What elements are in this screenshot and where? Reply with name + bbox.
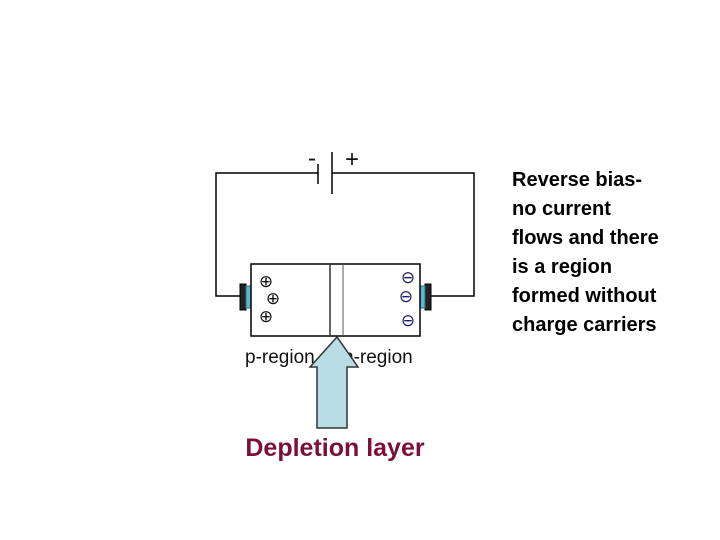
pn-junction-block xyxy=(250,263,421,337)
hole-symbol: ⊕ xyxy=(259,307,273,327)
semiconductor-body xyxy=(250,263,421,337)
depletion-layer-label: Depletion layer xyxy=(245,434,424,462)
n-region-label: n-region xyxy=(343,347,413,368)
electron-symbol: ⊖ xyxy=(399,287,413,307)
p-region-carriers: ⊕ ⊕ ⊕ xyxy=(259,272,280,327)
n-contact xyxy=(419,283,432,311)
caption-line: formed without xyxy=(512,285,657,307)
caption-line: charge carriers xyxy=(512,314,657,336)
electron-symbol: ⊖ xyxy=(401,268,415,288)
electron-symbol: ⊖ xyxy=(401,311,415,331)
caption-line: flows and there xyxy=(512,227,659,249)
n-region-carriers: ⊖ ⊖ ⊖ xyxy=(399,268,415,331)
hole-symbol: ⊕ xyxy=(259,272,273,292)
hole-symbol: ⊕ xyxy=(266,289,280,309)
p-contact xyxy=(239,283,252,311)
caption-line: no current xyxy=(512,198,611,220)
battery-positive-sign: + xyxy=(345,146,359,173)
circuit-wires xyxy=(215,172,475,297)
battery-negative-sign: - xyxy=(308,145,316,172)
caption-text: Reverse bias- no current flows and there… xyxy=(512,166,712,340)
depletion-pointer-arrow xyxy=(308,335,360,429)
caption-line: is a region xyxy=(512,256,613,278)
caption-line: Reverse bias- xyxy=(512,169,643,191)
battery-symbol: - + xyxy=(308,145,359,194)
p-region-label: p-region xyxy=(245,347,315,368)
